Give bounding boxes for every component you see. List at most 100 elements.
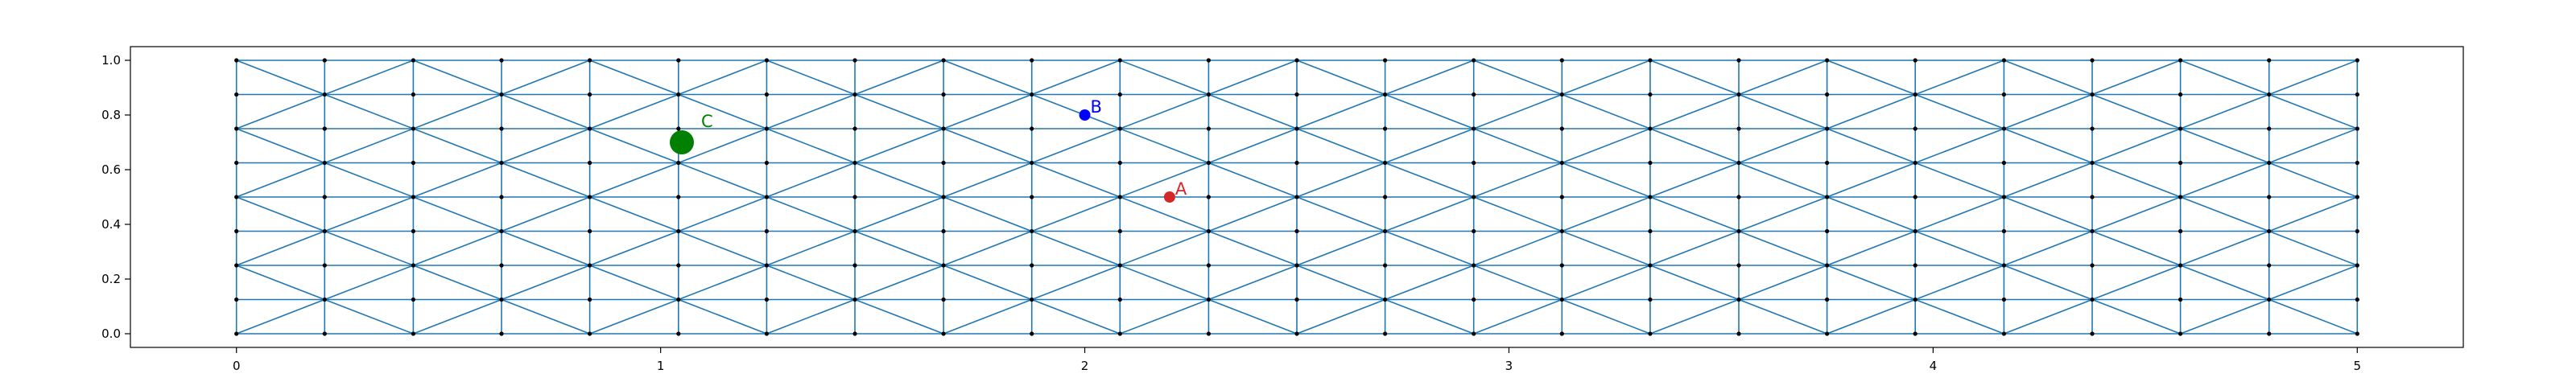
mesh-edge — [236, 196, 325, 232]
mesh-edge — [1473, 230, 1563, 266]
mesh-edge — [589, 298, 679, 335]
mesh-edge — [324, 298, 414, 335]
mesh-node — [1736, 92, 1741, 97]
mesh-edge — [413, 93, 502, 129]
mesh-edge — [1208, 162, 1298, 198]
mesh-node — [941, 331, 946, 336]
mesh-node — [1206, 160, 1211, 166]
mesh-edge — [236, 128, 325, 164]
mesh-node — [1559, 297, 1564, 302]
mesh-edge — [1649, 93, 1740, 129]
mesh-node — [499, 126, 504, 131]
mesh-edge — [1562, 162, 1651, 198]
y-axis: 0.00.20.40.60.81.0 — [101, 53, 130, 341]
mesh-edge — [1738, 298, 1827, 335]
mesh-edge — [2180, 162, 2269, 198]
mesh-node — [2355, 228, 2359, 234]
mesh-node — [764, 58, 770, 63]
mesh-node — [1294, 263, 1299, 268]
mesh-edge — [501, 162, 590, 198]
mesh-edge — [413, 230, 502, 266]
mesh-edge — [766, 265, 856, 301]
mesh-edge — [766, 196, 856, 232]
mesh-edge — [501, 93, 590, 129]
mesh-node — [411, 160, 415, 166]
mesh-edge — [943, 265, 1032, 301]
mesh-node — [2001, 297, 2006, 302]
mesh-edge — [1385, 298, 1474, 335]
mesh-edge — [2180, 60, 2269, 96]
mesh-edge — [1827, 128, 1916, 164]
mesh-edge — [501, 196, 590, 232]
mesh-node — [1825, 331, 1830, 336]
mesh-edge — [1296, 162, 1385, 198]
mesh-node — [1472, 228, 1476, 234]
mesh-node — [499, 92, 504, 97]
mesh-node — [2090, 126, 2095, 131]
mesh-edge — [236, 60, 325, 96]
mesh-edge — [2091, 128, 2181, 164]
mesh-node — [2267, 92, 2272, 97]
mesh-edge — [1738, 162, 1827, 198]
mesh-node — [2178, 331, 2183, 336]
mesh-edge — [1385, 265, 1474, 301]
mesh-node — [2178, 126, 2183, 131]
mesh-node — [1206, 58, 1211, 63]
mesh-node — [941, 126, 946, 131]
mesh-node — [1913, 228, 1918, 234]
mesh-node — [1825, 160, 1830, 166]
mesh-node — [1559, 228, 1564, 234]
mesh-edge — [2004, 265, 2093, 301]
mesh-edge — [766, 93, 856, 129]
mesh-edge — [1031, 60, 1121, 96]
mesh-node — [322, 263, 327, 268]
mesh-edge — [413, 128, 502, 164]
mesh-node — [322, 160, 327, 166]
mesh-edge — [236, 265, 325, 301]
mesh-edge — [501, 128, 590, 164]
mesh-node — [1206, 228, 1211, 234]
x-tick-label: 3 — [1505, 359, 1513, 373]
mesh-edge — [589, 93, 679, 129]
mesh-edge — [2004, 196, 2093, 232]
mesh-node — [411, 263, 415, 268]
mesh-edge — [1031, 298, 1121, 335]
mesh-node — [2267, 160, 2272, 166]
mesh-node — [234, 126, 239, 131]
mesh-edge — [1649, 196, 1740, 232]
mesh-edge — [1031, 265, 1121, 301]
mesh-edge — [766, 128, 856, 164]
mesh-node — [1559, 126, 1564, 131]
mesh-edge — [324, 230, 414, 266]
mesh-edge — [1473, 128, 1563, 164]
mesh-node — [1559, 92, 1564, 97]
mesh-node — [2090, 228, 2095, 234]
mesh-edge — [1385, 93, 1474, 129]
mesh-node — [852, 126, 857, 131]
mesh-edge — [1120, 162, 1209, 198]
mesh-edge — [1738, 196, 1827, 232]
mesh-edge — [2180, 298, 2269, 335]
mesh-node — [676, 58, 681, 63]
mesh-node — [1736, 58, 1741, 63]
mesh-edge — [2004, 93, 2093, 129]
mesh-node — [852, 263, 857, 268]
mesh-edge — [1296, 196, 1385, 232]
mesh-edge — [1385, 230, 1474, 266]
mesh-node — [2267, 58, 2272, 63]
mesh-node — [2090, 331, 2095, 336]
mesh-node — [764, 92, 770, 97]
mesh-edge — [2004, 128, 2093, 164]
y-tick-label: 0.6 — [101, 162, 121, 177]
mesh-edge — [854, 128, 944, 164]
mesh-node — [1383, 228, 1388, 234]
mesh-edge — [1562, 93, 1651, 129]
mesh-node — [234, 297, 239, 302]
mesh-edge — [1827, 93, 1916, 129]
mesh-node — [1206, 126, 1211, 131]
mesh-edge — [1738, 60, 1827, 96]
mesh-edge — [943, 93, 1032, 129]
mesh-node — [852, 92, 857, 97]
mesh-edge — [678, 162, 767, 198]
